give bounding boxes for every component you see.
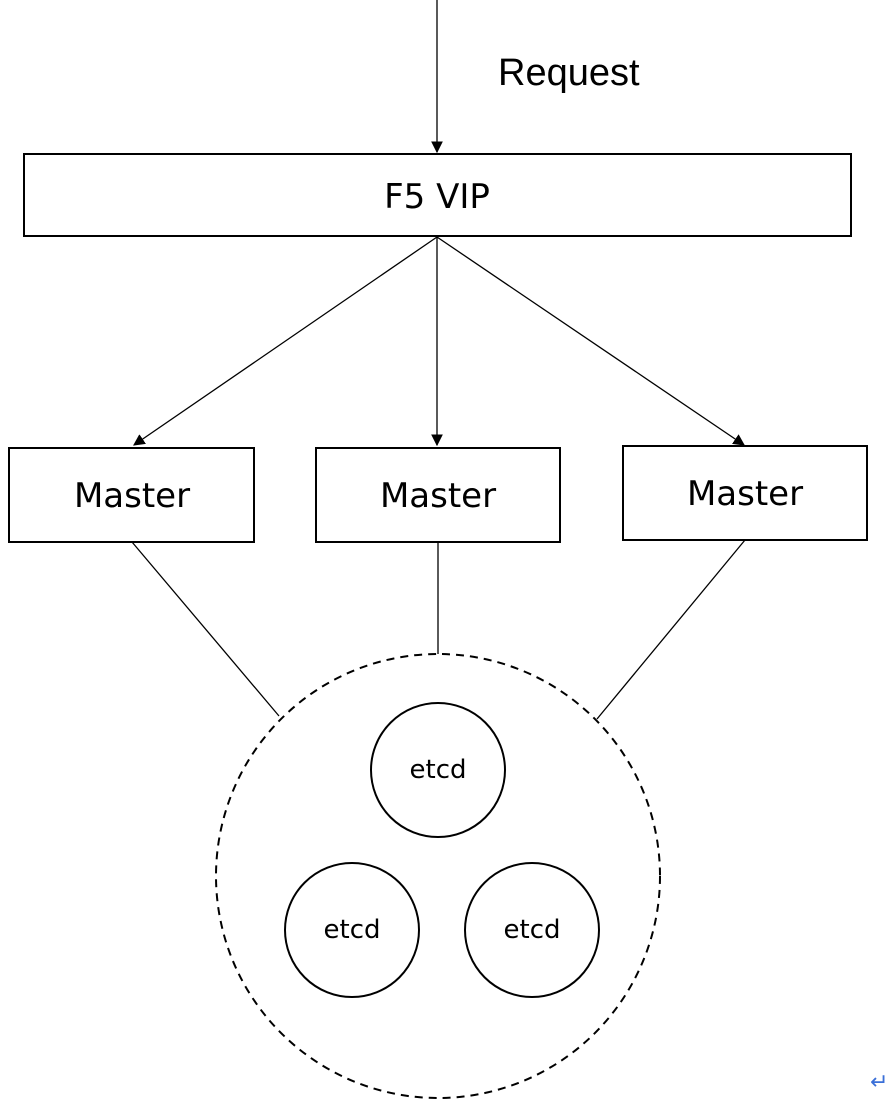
vip-to-master-1-arrow (133, 236, 438, 446)
vip-node: F5 VIP (23, 153, 852, 237)
return-arrow-icon: ↵ (870, 1070, 889, 1095)
master-label-3: Master (687, 474, 803, 514)
etcd-label-2: etcd (324, 915, 381, 945)
master-node-1: Master (8, 447, 255, 543)
master-node-3: Master (622, 445, 868, 541)
master-box-3 (622, 445, 868, 541)
etcd-node-3: etcd (464, 862, 600, 998)
etcd-node-2: etcd (284, 862, 420, 998)
etcd-label-3: etcd (504, 915, 561, 945)
vip-label: F5 VIP (384, 177, 490, 217)
master-label-1: Master (74, 476, 190, 516)
etcd-circle-3 (464, 862, 600, 998)
vip-box (23, 153, 852, 237)
master-3-to-etcd-connector (596, 539, 746, 720)
etcd-node-1: etcd (370, 702, 506, 838)
master-label-2: Master (380, 476, 496, 516)
etcd-circle-2 (284, 862, 420, 998)
master-1-to-etcd-connector (131, 541, 280, 717)
master-box-2 (315, 447, 561, 543)
etcd-cluster-boundary (215, 653, 661, 1099)
master-node-2: Master (315, 447, 561, 543)
etcd-label-1: etcd (410, 755, 467, 785)
master-box-1 (8, 447, 255, 543)
vip-to-master-3-arrow (436, 236, 745, 446)
etcd-circle-1 (370, 702, 506, 838)
request-label: Request (498, 52, 640, 94)
